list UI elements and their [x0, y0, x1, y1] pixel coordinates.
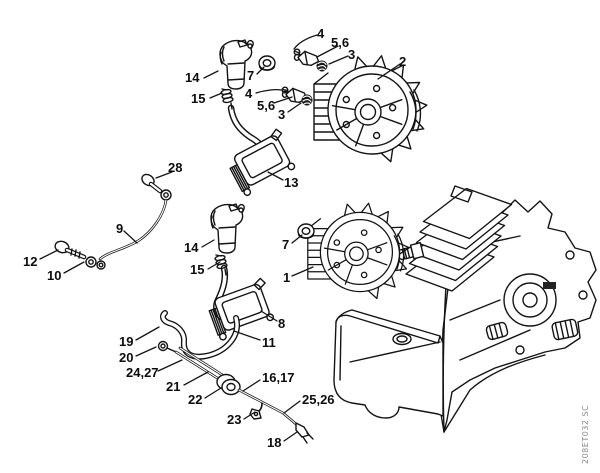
collar-nut-top: [258, 55, 276, 71]
fuel-tank-housing: [333, 309, 444, 419]
callout-label-21: 21: [166, 379, 181, 394]
callout-label-7-a: 7: [247, 68, 255, 83]
callout-label-56-b: 5,6: [257, 98, 276, 113]
callout-label-3-a: 3: [348, 47, 356, 62]
flywheel-2: [313, 55, 428, 163]
connector-18: [295, 422, 314, 444]
callout-label-4-a: 4: [317, 26, 325, 41]
boot-spring-top: [219, 88, 235, 110]
callout-label-1617: 16,17: [262, 370, 295, 385]
spring-mid: [300, 93, 314, 107]
boot-spring-2nd: [213, 254, 229, 276]
wiring-harness: [157, 310, 314, 444]
callout-label-12: 12: [23, 254, 38, 269]
callout-label-15-a: 15: [191, 91, 206, 106]
ring-terminal: [160, 189, 172, 201]
washers-10: [85, 256, 106, 270]
callout-label-4-b: 4: [245, 86, 253, 101]
connector-23: [249, 408, 262, 420]
callout-label-28: 28: [168, 160, 183, 175]
screw-28: [141, 173, 163, 194]
callout-label-18: 18: [267, 435, 282, 450]
callout-label-22: 22: [188, 392, 203, 407]
cylinder: [397, 185, 513, 292]
callout-label-19: 19: [119, 334, 134, 349]
av-spring: [485, 321, 509, 341]
callout-label-15-b: 15: [190, 262, 205, 277]
engine-assembly: [333, 185, 597, 433]
callout-label-13: 13: [284, 175, 299, 190]
drawing-number-watermark: 208ET032 SC: [581, 404, 590, 464]
callout-label-2526: 25,26: [302, 392, 335, 407]
callout-label-11: 11: [262, 335, 276, 350]
callout-label-10: 10: [47, 268, 62, 283]
callout-label-8: 8: [278, 316, 286, 331]
ground-wire-group: [54, 173, 172, 270]
leader-lines: [39, 34, 401, 442]
callout-label-14-a: 14: [185, 70, 200, 85]
callout-label-3-b: 3: [278, 107, 286, 122]
callout-label-23: 23: [227, 412, 242, 427]
spring-top: [315, 59, 329, 73]
grommet: [216, 373, 241, 396]
callout-label-2427: 24,27: [126, 365, 159, 380]
flywheel-1: [307, 202, 410, 300]
callout-label-20: 20: [119, 350, 134, 365]
callout-label-2: 2: [399, 54, 407, 69]
callout-label-7-b: 7: [282, 237, 290, 252]
spark-plug-boot-2nd: [210, 203, 245, 254]
callout-label-1: 1: [283, 270, 291, 285]
callout-label-14-b: 14: [184, 240, 199, 255]
callout-label-9: 9: [116, 221, 124, 236]
screw-12: [54, 240, 87, 260]
callout-label-56-a: 5,6: [331, 35, 350, 50]
av-spring: [551, 318, 579, 341]
